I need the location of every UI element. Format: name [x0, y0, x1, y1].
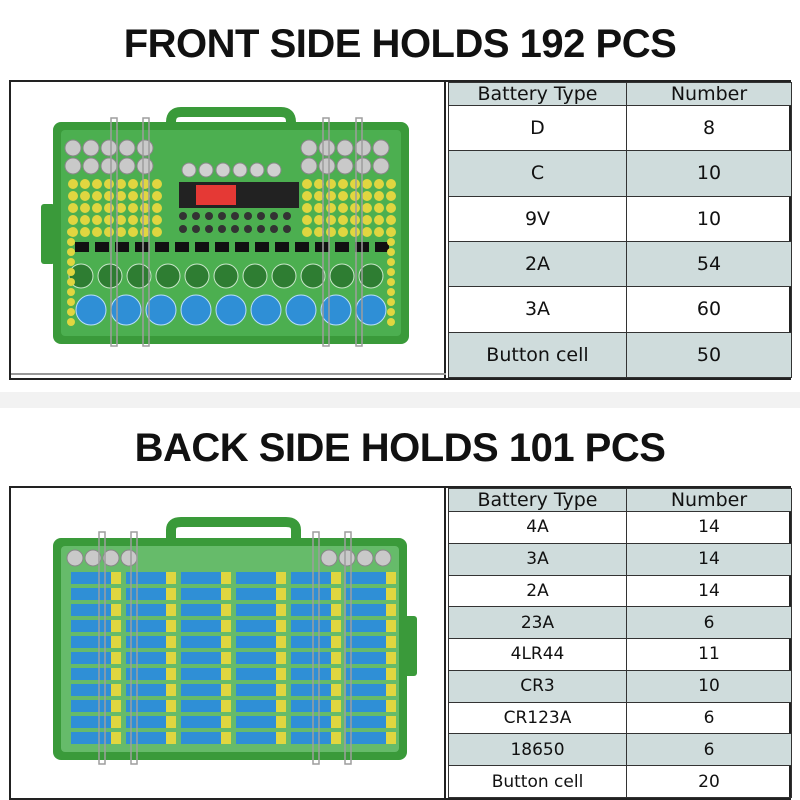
battery-type-cell: C [448, 150, 627, 197]
number-cell: 11 [626, 638, 792, 671]
number-cell: 10 [626, 195, 792, 242]
back-heading: BACK SIDE HOLDS 101 PCS [134, 426, 666, 470]
number-cell: 14 [626, 511, 792, 544]
back-section: BACK SIDE HOLDS 101 PCS Battery Type Num… [0, 408, 800, 800]
battery-type-cell: Button cell [448, 331, 627, 379]
table-header-row: Battery Type Number [448, 82, 792, 106]
number-cell: 60 [626, 286, 792, 333]
battery-type-cell: 2A [448, 240, 627, 288]
number-cell: 6 [626, 606, 792, 640]
battery-type-cell: D [448, 104, 627, 152]
number-cell: 14 [626, 574, 792, 608]
header-battery-type: Battery Type [448, 82, 627, 106]
header-number: Number [626, 488, 792, 512]
back-organizer-image [11, 488, 446, 798]
battery-type-cell: 2A [448, 574, 627, 608]
number-cell: 6 [626, 701, 792, 735]
number-cell: 54 [626, 240, 792, 288]
battery-type-cell: CR3 [448, 669, 627, 703]
front-organizer-image [11, 82, 446, 378]
front-section: FRONT SIDE HOLDS 192 PCS Battery Type Nu… [0, 0, 800, 392]
number-cell: 10 [626, 150, 792, 197]
front-case-illustration [11, 107, 446, 375]
battery-type-cell: CR123A [448, 701, 627, 735]
battery-type-cell: 3A [448, 286, 627, 333]
number-cell: 10 [626, 669, 792, 703]
number-cell: 8 [626, 104, 792, 152]
header-number: Number [626, 82, 792, 106]
number-cell: 50 [626, 331, 792, 379]
header-battery-type: Battery Type [448, 488, 627, 512]
table-header-row: Battery Type Number [448, 488, 792, 512]
front-heading: FRONT SIDE HOLDS 192 PCS [123, 22, 677, 66]
back-case-illustration [53, 517, 417, 765]
battery-type-cell: 9V [448, 195, 627, 242]
number-cell: 14 [626, 542, 792, 576]
battery-type-cell: 4A [448, 511, 627, 544]
battery-type-cell: 3A [448, 542, 627, 576]
battery-type-cell: Button cell [448, 765, 627, 798]
number-cell: 20 [626, 765, 792, 798]
battery-type-cell: 18650 [448, 733, 627, 767]
number-cell: 6 [626, 733, 792, 767]
battery-type-cell: 4LR44 [448, 638, 627, 671]
battery-type-cell: 23A [448, 606, 627, 640]
